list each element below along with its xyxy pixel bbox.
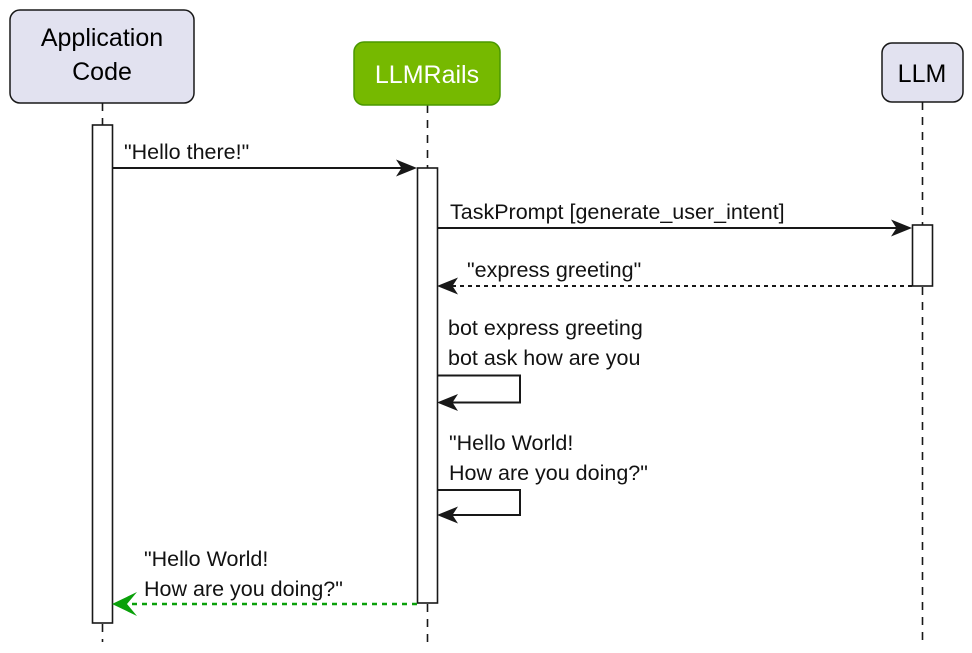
- message-label-hello-world-2: "Hello World!: [144, 547, 268, 571]
- message-bot-intents-self: bot express greeting bot ask how are you: [437, 316, 643, 411]
- message-label-how-are-you-doing-1: How are you doing?": [449, 461, 648, 485]
- arrowhead-right-icon: [396, 159, 417, 177]
- message-hello-world-self: "Hello World! How are you doing?": [437, 431, 648, 524]
- message-label-bot-ask-how-are-you: bot ask how are you: [448, 346, 640, 370]
- activation-bar-application-code: [91, 124, 114, 624]
- arrowhead-left-icon: [437, 394, 458, 411]
- message-return-hello-world: "Hello World! How are you doing?": [112, 547, 417, 616]
- participant-label-llmrails: LLMRails: [375, 61, 479, 89]
- arrowhead-left-icon: [437, 506, 458, 524]
- activation-bar-llm: [911, 224, 934, 287]
- message-label-express-greeting: "express greeting": [467, 258, 641, 282]
- message-taskprompt: TaskPrompt [generate_user_intent]: [437, 200, 912, 237]
- participant-llmrails: LLMRails: [353, 41, 501, 106]
- message-label-bot-express-greeting: bot express greeting: [448, 316, 643, 340]
- participant-label-application-code-line1: Application: [41, 24, 163, 52]
- arrowhead-left-green-icon: [112, 592, 137, 616]
- participant-box-application-code: [9, 9, 195, 104]
- participant-label-application-code-line2: Code: [72, 58, 132, 86]
- participant-box-llm: [881, 42, 964, 103]
- participant-application-code: Application Code: [9, 9, 195, 104]
- message-label-how-are-you-doing-2: How are you doing?": [144, 577, 343, 601]
- arrowhead-right-icon: [891, 219, 912, 237]
- message-express-greeting: "express greeting": [437, 258, 912, 295]
- activation-bar-llmrails: [416, 167, 439, 604]
- participant-llm: LLM: [881, 42, 964, 103]
- message-label-hello-there: "Hello there!": [124, 140, 249, 164]
- participant-box-llmrails: [353, 41, 501, 106]
- participant-label-llm: LLM: [898, 60, 947, 88]
- message-label-taskprompt: TaskPrompt [generate_user_intent]: [450, 200, 785, 224]
- message-label-hello-world-1: "Hello World!: [449, 431, 573, 455]
- message-hello-there: "Hello there!": [112, 140, 417, 177]
- arrowhead-left-icon: [437, 277, 458, 295]
